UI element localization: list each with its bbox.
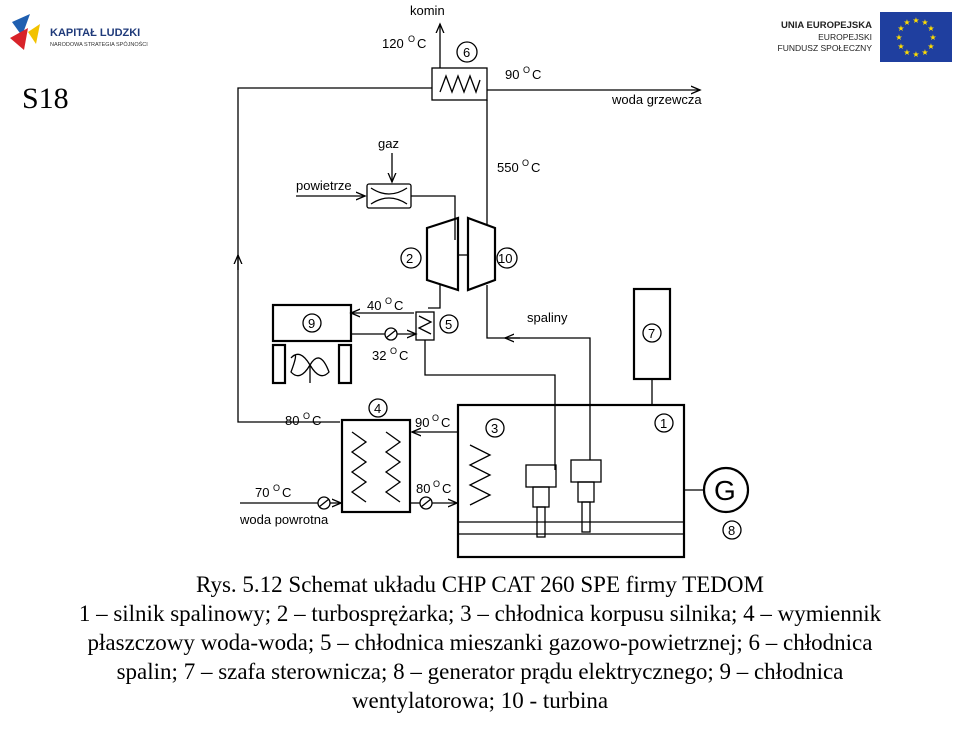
temp-80-mid: 80 (416, 481, 430, 496)
piston-1 (525, 464, 557, 488)
component-8-generator (702, 466, 750, 514)
svg-text:O: O (408, 34, 415, 44)
component-1-engine (456, 403, 686, 559)
label-2: 2 (406, 251, 413, 266)
label-powietrze: powietrze (296, 178, 352, 193)
label-7: 7 (648, 326, 655, 341)
svg-text:O: O (522, 158, 529, 168)
label-komin: komin (410, 3, 445, 18)
label-woda-grzewcza: woda grzewcza (611, 92, 702, 107)
component-6-spaliny-cooler (431, 67, 488, 101)
slide-label: S18 (22, 82, 69, 115)
svg-text:★: ★ (929, 33, 936, 42)
label-gaz: gaz (378, 136, 399, 151)
temp-90-top: 90 (505, 67, 519, 82)
label-8: 8 (728, 523, 735, 538)
svg-text:C: C (399, 348, 408, 363)
eu-flag-icon (880, 12, 952, 62)
svg-text:★: ★ (895, 33, 902, 42)
svg-text:O: O (390, 346, 397, 356)
eu-logo: UNIA EUROPEJSKA EUROPEJSKI FUNDUSZ SPOŁE… (770, 8, 956, 66)
temp-550: 550 (497, 160, 519, 175)
logo-left-sub: NARODOWA STRATEGIA SPÓJNOŚCI (50, 40, 148, 48)
label-6: 6 (463, 45, 470, 60)
svg-text:★: ★ (897, 24, 904, 33)
svg-text:C: C (312, 413, 321, 428)
label-1: 1 (660, 416, 667, 431)
svg-text:★: ★ (912, 16, 919, 25)
svg-text:O: O (273, 483, 280, 493)
figure-caption: Rys. 5.12 Schemat układu CHP CAT 260 SPE… (0, 570, 960, 715)
piston-2 (570, 459, 602, 483)
svg-text:★: ★ (897, 42, 904, 51)
caption-line-1: Rys. 5.12 Schemat układu CHP CAT 260 SPE… (196, 572, 764, 597)
component-4-plate-exchanger (340, 418, 412, 514)
eu-line-3: FUNDUSZ SPOŁECZNY (778, 43, 873, 53)
label-spaliny: spaliny (527, 310, 568, 325)
svg-text:★: ★ (903, 18, 910, 27)
eu-line-2: EUROPEJSKI (818, 32, 872, 42)
chp-schematic: komin 120 O C 6 90 O C woda grzewcza 550… (0, 3, 750, 559)
svg-text:O: O (303, 411, 310, 421)
svg-text:★: ★ (921, 48, 928, 57)
svg-text:★: ★ (921, 18, 928, 27)
caption-line-2: 1 – silnik spalinowy; 2 – turbosprężarka… (78, 601, 882, 626)
svg-text:O: O (433, 479, 440, 489)
label-generator-g: G (714, 475, 736, 506)
component-5-mixture-cooler (415, 311, 435, 341)
label-10: 10 (498, 251, 512, 266)
label-4: 4 (374, 401, 381, 416)
component-3-body-cooler (468, 444, 492, 506)
caption-line-5: wentylatorowa; 10 - turbina (351, 688, 609, 713)
temp-90-mid: 90 (415, 415, 429, 430)
caption-line-3: płaszczowy woda-woda; 5 – chłodnica mies… (87, 630, 873, 655)
logo-left-name: KAPITAŁ LUDZKI (50, 27, 140, 39)
svg-text:C: C (441, 415, 450, 430)
label-9: 9 (308, 316, 315, 331)
mixer (366, 183, 412, 209)
svg-text:C: C (532, 67, 541, 82)
svg-text:★: ★ (912, 50, 919, 59)
kapital-ludzki-logo: KAPITAŁ LUDZKI NARODOWA STRATEGIA SPÓJNO… (6, 10, 156, 62)
svg-text:O: O (523, 65, 530, 75)
svg-text:C: C (394, 298, 403, 313)
svg-text:C: C (417, 36, 426, 51)
svg-text:O: O (385, 296, 392, 306)
svg-text:C: C (531, 160, 540, 175)
label-3: 3 (491, 421, 498, 436)
svg-text:★: ★ (903, 48, 910, 57)
label-woda-powrotna: woda powrotna (239, 512, 329, 527)
temp-32: 32 (372, 348, 386, 363)
temp-70: 70 (255, 485, 269, 500)
component-9-fan-cooler (271, 303, 353, 343)
temp-40: 40 (367, 298, 381, 313)
svg-text:O: O (432, 413, 439, 423)
component-2-turbocharger (425, 216, 460, 292)
temp-80-left: 80 (285, 413, 299, 428)
svg-text:★: ★ (927, 42, 934, 51)
caption-line-4: spalin; 7 – szafa sterownicza; 8 – gener… (116, 659, 844, 684)
logo-star-icon (12, 14, 30, 36)
temp-120: 120 (382, 36, 404, 51)
component-10-turbine (466, 216, 497, 292)
fan-icon (290, 353, 330, 377)
svg-text:★: ★ (927, 24, 934, 33)
eu-line-1: UNIA EUROPEJSKA (781, 20, 872, 31)
svg-text:C: C (442, 481, 451, 496)
label-5: 5 (445, 317, 452, 332)
svg-text:C: C (282, 485, 291, 500)
